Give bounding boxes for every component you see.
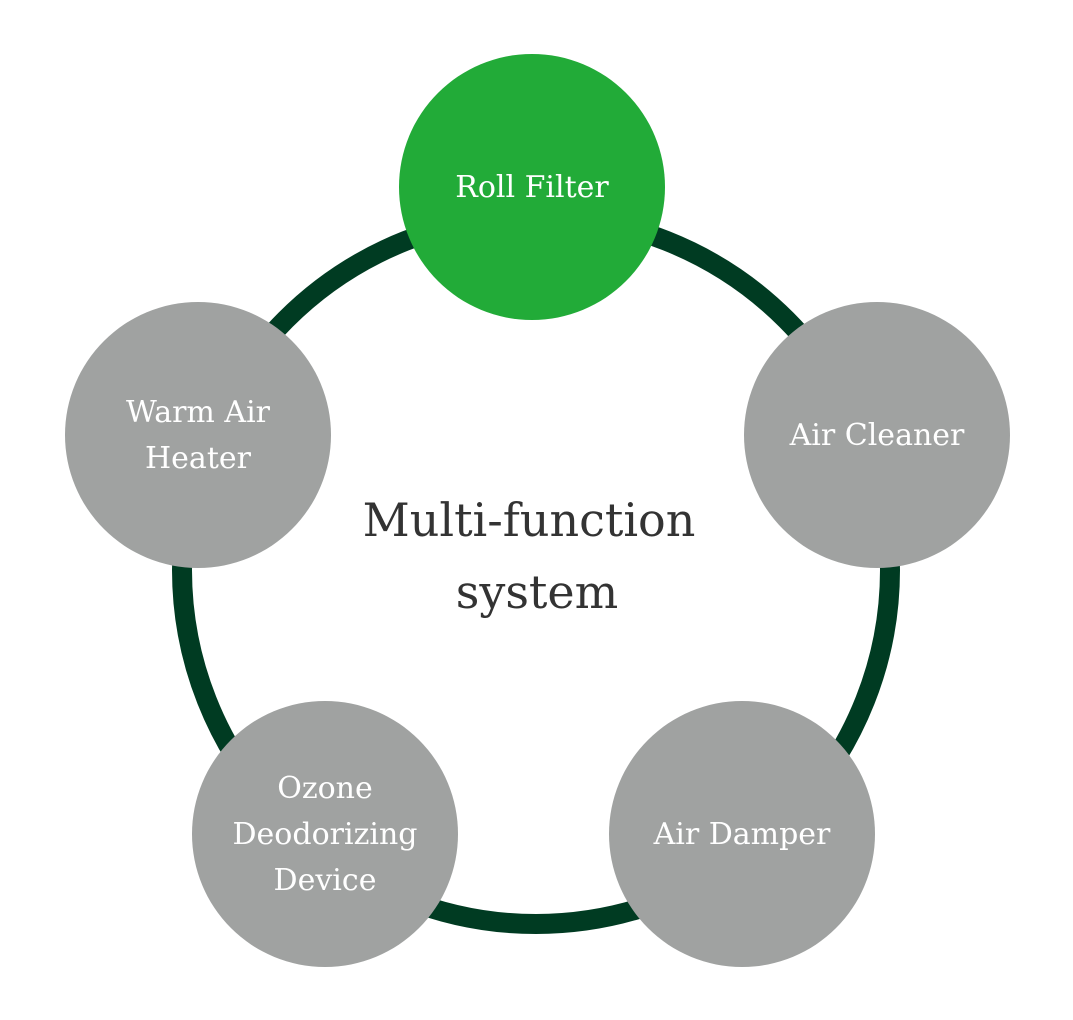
node-label-line: Air Damper	[653, 817, 831, 852]
node-label-line: Warm Air	[126, 395, 271, 430]
node-circle	[65, 302, 331, 568]
node-air-cleaner: Air Cleaner	[744, 302, 1010, 568]
node-circle	[192, 701, 458, 967]
node-label-line: Air Cleaner	[789, 418, 965, 453]
node-label-line: Ozone	[277, 771, 373, 806]
node-roll-filter: Roll Filter	[399, 54, 665, 320]
node-label-line: Device	[274, 863, 377, 898]
node-label-line: Roll Filter	[455, 170, 609, 205]
node-circle	[609, 701, 875, 967]
node-label-line: Deodorizing	[233, 817, 418, 852]
center-title-line-2: system	[456, 565, 619, 619]
node-label-line: Heater	[145, 441, 252, 476]
node-circle	[399, 54, 665, 320]
node-circle	[744, 302, 1010, 568]
center-title-line-1: Multi-function	[363, 493, 696, 547]
node-air-damper: Air Damper	[609, 701, 875, 967]
center-title: Multi-function system	[363, 493, 696, 619]
